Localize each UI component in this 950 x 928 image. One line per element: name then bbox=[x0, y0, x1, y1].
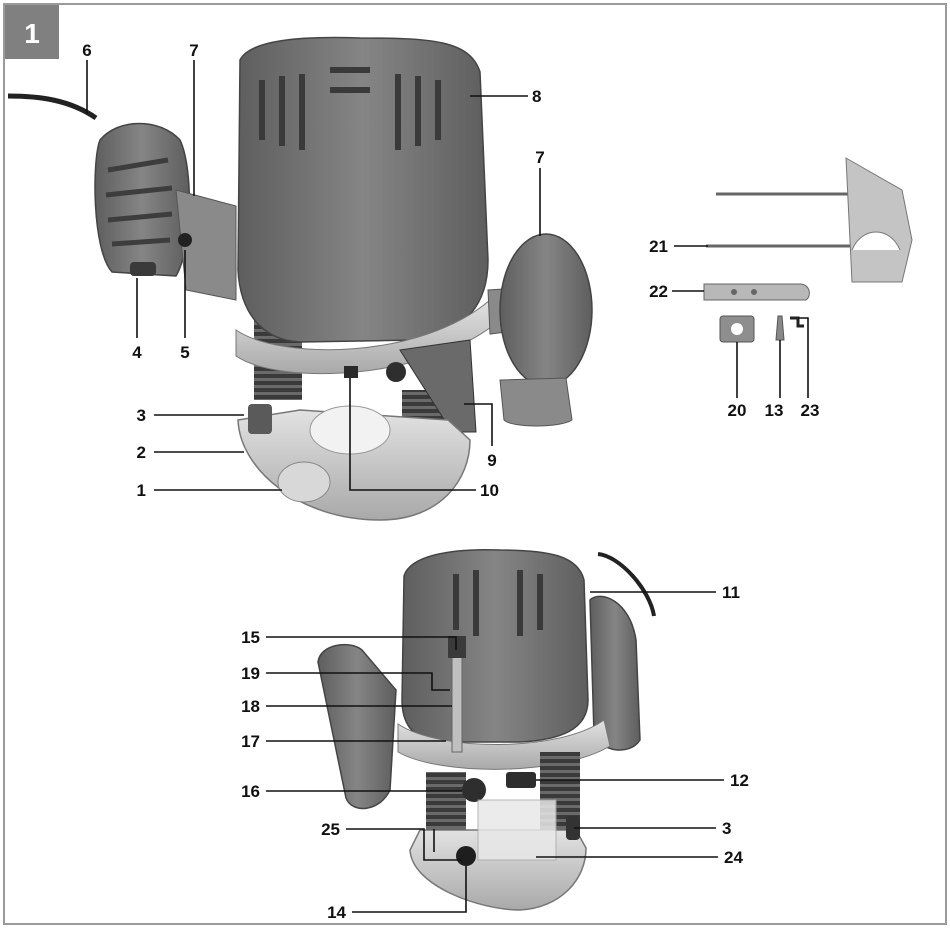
base-knob bbox=[277, 461, 331, 503]
callout-10: 10 bbox=[480, 481, 499, 500]
callout-13: 13 bbox=[765, 401, 784, 420]
router-front-view bbox=[7, 36, 593, 521]
callout-19: 19 bbox=[241, 664, 260, 683]
figure-number: 1 bbox=[24, 18, 40, 49]
callout-16: 16 bbox=[241, 782, 260, 801]
callout-4: 4 bbox=[132, 343, 142, 362]
hex-key bbox=[790, 316, 804, 328]
callout-15: 15 bbox=[241, 628, 260, 647]
callout-labels-top: 6 7 8 7 21 22 4 5 3 2 1 9 10 20 13 23 bbox=[82, 41, 819, 500]
leader-lines bbox=[86, 60, 809, 913]
callout-24: 24 bbox=[724, 848, 743, 867]
callout-20: 20 bbox=[728, 401, 747, 420]
fine-adjust-knob bbox=[448, 636, 466, 658]
turret-stop bbox=[248, 404, 272, 434]
chip-guard bbox=[477, 799, 557, 861]
callout-labels-bottom: 11 15 19 18 17 16 12 25 3 24 14 bbox=[241, 583, 749, 922]
parallel-guide-plate bbox=[845, 157, 913, 283]
depth-stop-rod bbox=[451, 641, 463, 753]
callout-2: 2 bbox=[137, 443, 146, 462]
callout-7: 7 bbox=[189, 41, 198, 60]
callout-14: 14 bbox=[327, 903, 346, 922]
callout-17: 17 bbox=[241, 732, 260, 751]
callout-22: 22 bbox=[649, 282, 668, 301]
callout-21: 21 bbox=[649, 237, 668, 256]
callout-7-right: 7 bbox=[535, 148, 544, 167]
figure-border bbox=[3, 3, 947, 925]
callout-25: 25 bbox=[321, 820, 340, 839]
switch-lock-button bbox=[178, 233, 192, 247]
depth-lock-lever bbox=[399, 339, 477, 433]
right-handle-knob bbox=[499, 233, 593, 387]
rear-spindle-lock bbox=[506, 772, 536, 788]
callout-18: 18 bbox=[241, 697, 260, 716]
router-rear-view bbox=[317, 548, 656, 911]
motor-housing bbox=[237, 36, 489, 343]
callout-3-bottom: 3 bbox=[722, 819, 731, 838]
callout-8: 8 bbox=[532, 87, 541, 106]
callout-5: 5 bbox=[180, 343, 189, 362]
rear-left-handle bbox=[317, 643, 397, 810]
callout-23: 23 bbox=[801, 401, 820, 420]
accessories bbox=[703, 157, 913, 343]
callout-6: 6 bbox=[82, 41, 91, 60]
centering-pin bbox=[775, 315, 785, 341]
depth-lock-knob bbox=[462, 778, 486, 802]
callout-9: 9 bbox=[487, 451, 496, 470]
callout-3: 3 bbox=[137, 406, 146, 425]
rear-motor-housing bbox=[401, 548, 589, 743]
callout-12: 12 bbox=[730, 771, 749, 790]
turret bbox=[456, 846, 476, 866]
callout-11: 11 bbox=[722, 583, 740, 602]
on-off-switch bbox=[130, 262, 156, 276]
power-cable bbox=[7, 93, 98, 121]
callout-1: 1 bbox=[137, 481, 146, 500]
spindle-lock bbox=[344, 366, 358, 378]
left-handle bbox=[94, 122, 191, 277]
figure-badge: 1 bbox=[5, 5, 59, 59]
